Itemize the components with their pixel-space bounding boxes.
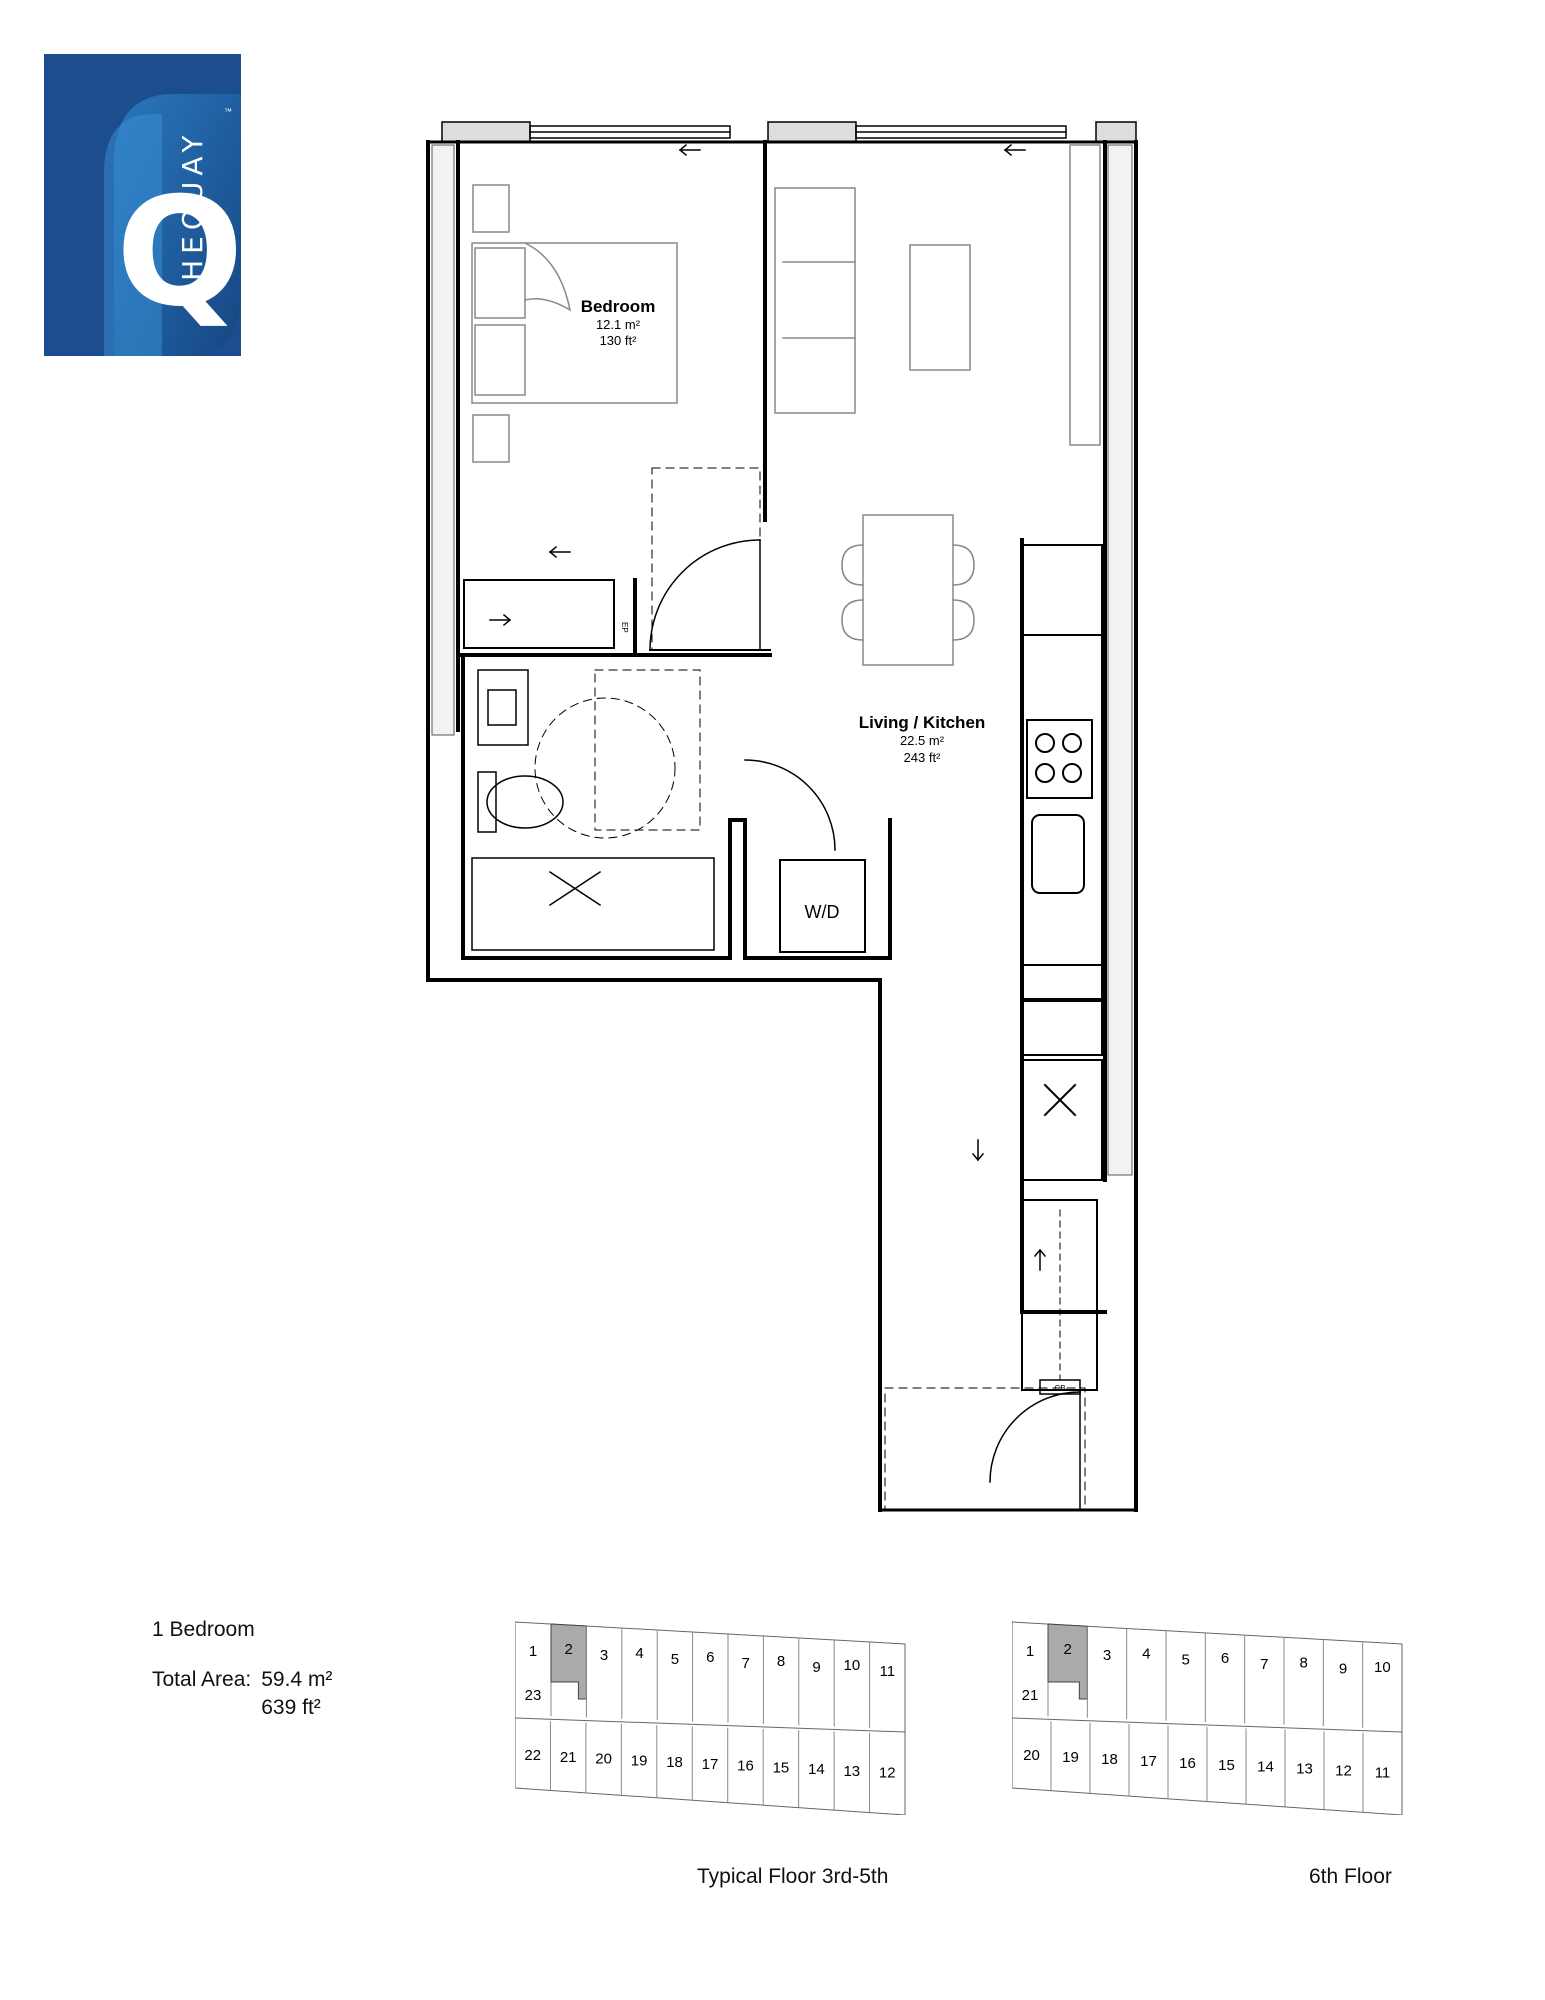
- logo-letter: Q: [116, 166, 241, 340]
- key-plan-corridor: [1012, 1717, 1403, 1733]
- logo-trademark: ™: [224, 107, 232, 116]
- dashed-swing-areas: [534, 467, 1086, 1511]
- unit-number-top: 8: [777, 1653, 785, 1670]
- floor-plan: Bedroom 12.1 m² 130 ft² Living / Kitchen…: [426, 121, 1138, 1512]
- ep-label: EP: [620, 622, 629, 633]
- unit-number-bottom: 21: [560, 1749, 577, 1766]
- living-area-ft2: 243 ft²: [904, 750, 942, 765]
- unit-number-top: 6: [1221, 1650, 1229, 1667]
- unit-number-bottom: 14: [1257, 1759, 1274, 1776]
- unit-number-top: 5: [671, 1651, 679, 1668]
- right-facade: [1107, 144, 1133, 1176]
- unit-number-top: 4: [1142, 1645, 1150, 1662]
- unit-number-top: 11: [880, 1663, 896, 1680]
- left-facade: [431, 144, 455, 736]
- highlighted-unit: [1047, 1623, 1088, 1700]
- caption-6th-floor: 6th Floor: [1309, 1865, 1392, 1888]
- sofa: [774, 144, 1101, 446]
- cb-label: CB: [1054, 1384, 1065, 1393]
- unit-type: 1 Bedroom: [152, 1618, 255, 1641]
- living-area-m2: 22.5 m²: [900, 733, 945, 748]
- unit-number-bottom: 22: [524, 1747, 541, 1764]
- key-plan-outline: [1012, 1621, 1403, 1815]
- unit-number-bottom: 14: [808, 1761, 825, 1778]
- unit-number-bottom: 19: [1062, 1749, 1079, 1766]
- interior-walls: [458, 140, 1107, 1314]
- unit-number-top: 8: [1299, 1654, 1307, 1671]
- total-area-m2: 59.4 m²: [261, 1668, 333, 1691]
- entry-closet: [1021, 1199, 1098, 1395]
- unit-number-top: 9: [1339, 1661, 1347, 1678]
- unit-number-top: 9: [812, 1659, 820, 1676]
- bed: [471, 184, 678, 463]
- bedroom-name: Bedroom: [581, 297, 656, 316]
- wd-label: W/D: [805, 902, 840, 922]
- washer-dryer: [779, 859, 866, 953]
- unit-number-bottom: 17: [702, 1756, 719, 1773]
- total-area-ft2: 639 ft²: [261, 1696, 321, 1719]
- key-plan-outline: [515, 1621, 906, 1815]
- unit-number-bottom: 11: [1375, 1765, 1391, 1782]
- unit-number-top: 3: [1103, 1647, 1111, 1664]
- unit-number-left: 23: [525, 1687, 542, 1704]
- unit-number-bottom: 18: [666, 1754, 683, 1771]
- living-name: Living / Kitchen: [859, 713, 986, 732]
- exterior-walls: [426, 140, 1138, 1512]
- unit-number-bottom: 13: [1296, 1761, 1313, 1778]
- unit-number-bottom: 18: [1101, 1751, 1118, 1768]
- unit-number-bottom: 20: [1023, 1747, 1040, 1764]
- window-arrows: [489, 143, 1047, 1271]
- unit-number-top: 2: [565, 1641, 573, 1658]
- bedroom-area-m2: 12.1 m²: [596, 317, 641, 332]
- window-top: [441, 121, 1137, 143]
- unit-number-top: 7: [1260, 1656, 1268, 1673]
- doors: [649, 539, 1081, 1511]
- unit-number-bottom: 15: [1218, 1757, 1235, 1774]
- unit-number-top: 5: [1181, 1652, 1189, 1669]
- logo-wordmark: THEQUAY: [176, 130, 209, 305]
- closet: [463, 579, 615, 649]
- unit-number-top: 10: [844, 1657, 861, 1674]
- unit-number-top: 1: [1026, 1643, 1034, 1660]
- unit-number-top: 10: [1374, 1659, 1391, 1676]
- unit-number-bottom: 13: [843, 1763, 860, 1780]
- unit-info: 1 Bedroom Total Area: 59.4 m² 639 ft²: [152, 1616, 332, 1722]
- key-plan-corridor: [515, 1717, 906, 1733]
- unit-number-left: 21: [1022, 1687, 1039, 1704]
- unit-number-bottom: 15: [773, 1759, 790, 1776]
- unit-number-bottom: 16: [737, 1758, 754, 1775]
- unit-number-top: 1: [529, 1643, 537, 1660]
- the-quay-logo: Q THEQUAY ™: [44, 54, 241, 356]
- unit-number-bottom: 12: [1335, 1763, 1352, 1780]
- unit-number-bottom: 20: [595, 1751, 612, 1768]
- highlighted-unit: [550, 1623, 587, 1700]
- unit-number-bottom: 16: [1179, 1755, 1196, 1772]
- bedroom-label: Bedroom 12.1 m² 130 ft²: [581, 297, 656, 348]
- caption-typical-floor: Typical Floor 3rd-5th: [697, 1865, 889, 1888]
- unit-number-top: 4: [635, 1645, 643, 1662]
- unit-number-top: 3: [600, 1647, 608, 1664]
- unit-number-bottom: 17: [1140, 1753, 1157, 1770]
- bathroom-fixtures: [471, 669, 715, 951]
- bedroom-area-ft2: 130 ft²: [600, 333, 638, 348]
- kitchen-counter: [1021, 544, 1103, 1181]
- living-label: Living / Kitchen 22.5 m² 243 ft²: [859, 713, 986, 765]
- total-area-label: Total Area:: [152, 1668, 252, 1691]
- dining-table: [841, 514, 975, 666]
- unit-number-top: 6: [706, 1649, 714, 1666]
- total-area-row: Total Area: 59.4 m² 639 ft²: [152, 1666, 332, 1722]
- unit-number-top: 2: [1063, 1641, 1071, 1658]
- unit-number-top: 7: [742, 1655, 750, 1672]
- unit-number-bottom: 12: [879, 1765, 896, 1782]
- unit-number-bottom: 19: [631, 1752, 648, 1769]
